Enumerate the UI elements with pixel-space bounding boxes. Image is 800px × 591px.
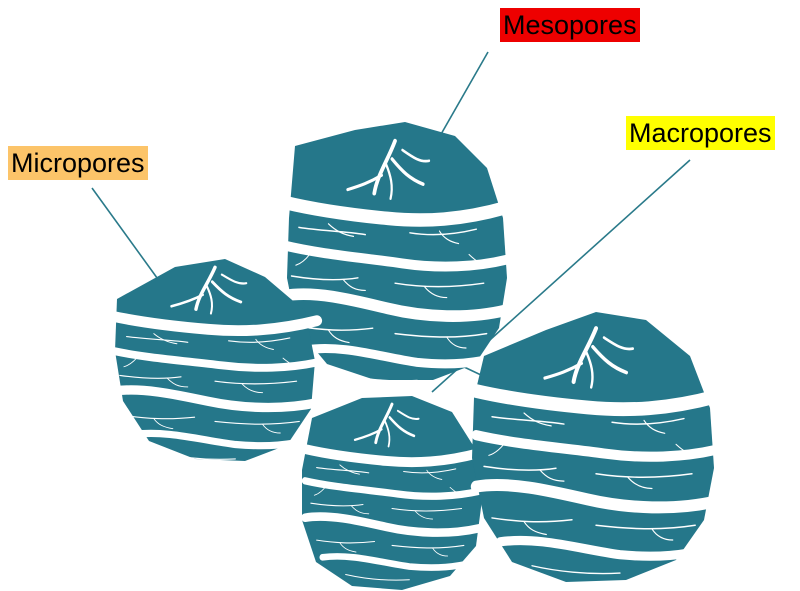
particle-top <box>284 122 507 381</box>
macropores-label: Macropores <box>626 116 775 150</box>
mesopores-label: Mesopores <box>500 8 640 42</box>
micropores-leader-line <box>92 188 160 282</box>
particle-right <box>472 312 716 582</box>
micropores-label: Micropores <box>8 146 148 180</box>
particle-bottom <box>302 396 482 590</box>
particle-left <box>113 259 317 461</box>
